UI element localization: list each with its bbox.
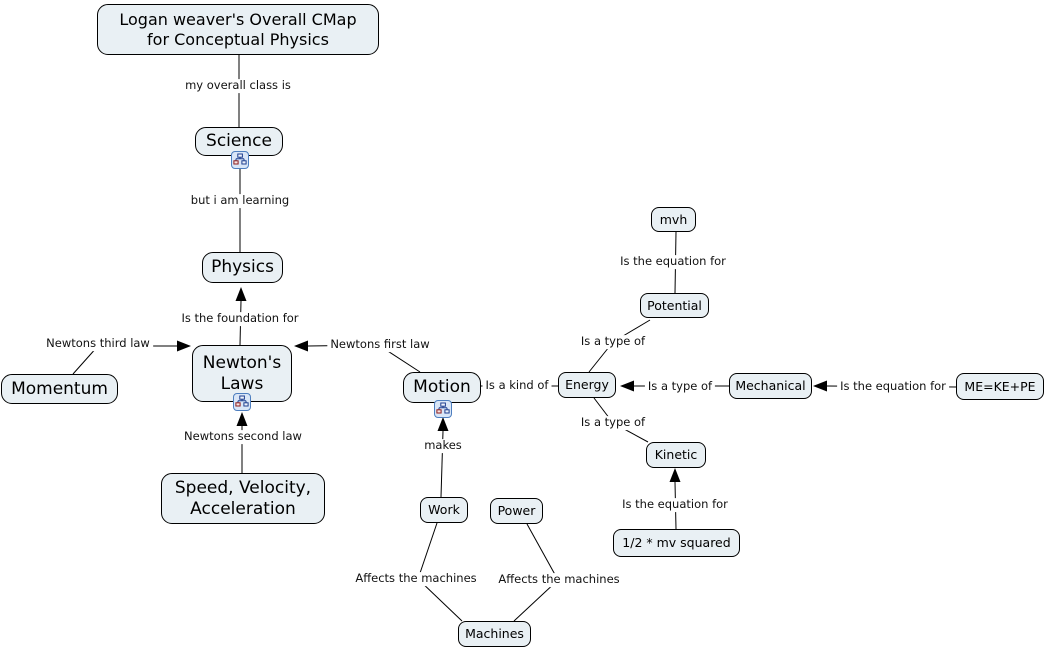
link-label-is-a-type-of-potential[interactable]: Is a type of bbox=[577, 334, 649, 349]
node-potential[interactable]: Potential bbox=[640, 293, 709, 318]
link-label-is-the-foundation-for[interactable]: Is the foundation for bbox=[178, 311, 302, 326]
node-mechanical-label: Mechanical bbox=[735, 378, 806, 394]
node-science[interactable]: Science bbox=[195, 127, 283, 156]
link-label-makes[interactable]: makes bbox=[421, 438, 465, 453]
node-potential-label: Potential bbox=[647, 297, 702, 313]
node-mechanical[interactable]: Mechanical bbox=[729, 373, 812, 399]
node-half-mv-squared-label: 1/2 * mv squared bbox=[622, 535, 731, 551]
link-label-is-a-type-of-mechanical[interactable]: Is a type of bbox=[644, 379, 716, 394]
link-label-newtons-first-law[interactable]: Newtons first law bbox=[327, 337, 433, 352]
node-momentum[interactable]: Momentum bbox=[1, 374, 118, 404]
link-label-affects-the-machines-power[interactable]: Affects the machines bbox=[495, 572, 623, 587]
node-physics[interactable]: Physics bbox=[202, 252, 283, 283]
linked-map-icon bbox=[233, 393, 251, 411]
link-label-is-the-equation-for-potential[interactable]: Is the equation for bbox=[617, 254, 729, 269]
node-motion-label: Motion bbox=[413, 377, 471, 398]
link-label-but-i-am-learning[interactable]: but i am learning bbox=[187, 193, 293, 208]
node-power-label: Power bbox=[497, 503, 536, 519]
linked-map-icon bbox=[434, 400, 452, 418]
node-kinetic[interactable]: Kinetic bbox=[646, 442, 706, 468]
link-label-affects-the-machines-work[interactable]: Affects the machines bbox=[352, 571, 480, 586]
node-title-label: Logan weaver's Overall CMap for Conceptu… bbox=[119, 9, 357, 49]
node-physics-label: Physics bbox=[211, 257, 274, 278]
node-motion[interactable]: Motion bbox=[403, 372, 481, 403]
node-mvh-label: mvh bbox=[659, 211, 688, 227]
node-newtons-laws-label: Newton's Laws bbox=[202, 352, 282, 394]
node-work[interactable]: Work bbox=[420, 497, 468, 523]
node-energy-label: Energy bbox=[565, 377, 609, 393]
node-half-mv-squared[interactable]: 1/2 * mv squared bbox=[613, 529, 740, 557]
link-label-is-the-equation-for-mechanical[interactable]: Is the equation for bbox=[837, 379, 949, 394]
node-newtons-laws[interactable]: Newton's Laws bbox=[192, 345, 292, 402]
node-momentum-label: Momentum bbox=[11, 378, 108, 399]
node-science-label: Science bbox=[206, 131, 272, 152]
node-me-ke-pe-label: ME=KE+PE bbox=[964, 378, 1036, 394]
science-submap-icon[interactable] bbox=[231, 151, 249, 169]
node-kinetic-label: Kinetic bbox=[654, 447, 698, 463]
node-machines[interactable]: Machines bbox=[458, 621, 531, 647]
link-label-is-the-equation-for-kinetic[interactable]: Is the equation for bbox=[619, 497, 731, 512]
link-label-is-a-type-of-kinetic[interactable]: Is a type of bbox=[577, 415, 649, 430]
link-label-is-a-kind-of[interactable]: Is a kind of bbox=[482, 378, 552, 393]
motion-submap-icon[interactable] bbox=[434, 400, 452, 418]
node-work-label: Work bbox=[428, 502, 460, 518]
node-mvh[interactable]: mvh bbox=[651, 207, 696, 232]
node-speed-velocity-acceleration[interactable]: Speed, Velocity, Acceleration bbox=[161, 473, 325, 524]
newtons-laws-submap-icon[interactable] bbox=[233, 393, 251, 411]
node-energy[interactable]: Energy bbox=[558, 372, 616, 398]
link-label-newtons-second-law[interactable]: Newtons second law bbox=[181, 429, 305, 444]
node-speed-velocity-acceleration-label: Speed, Velocity, Acceleration bbox=[174, 477, 312, 519]
node-machines-label: Machines bbox=[465, 626, 524, 642]
link-label-my-overall-class-is[interactable]: my overall class is bbox=[182, 78, 294, 93]
link-label-newtons-third-law[interactable]: Newtons third law bbox=[43, 336, 153, 351]
linked-map-icon bbox=[231, 151, 249, 169]
node-power[interactable]: Power bbox=[490, 498, 543, 524]
node-title[interactable]: Logan weaver's Overall CMap for Conceptu… bbox=[97, 4, 379, 55]
node-me-ke-pe[interactable]: ME=KE+PE bbox=[956, 373, 1044, 400]
